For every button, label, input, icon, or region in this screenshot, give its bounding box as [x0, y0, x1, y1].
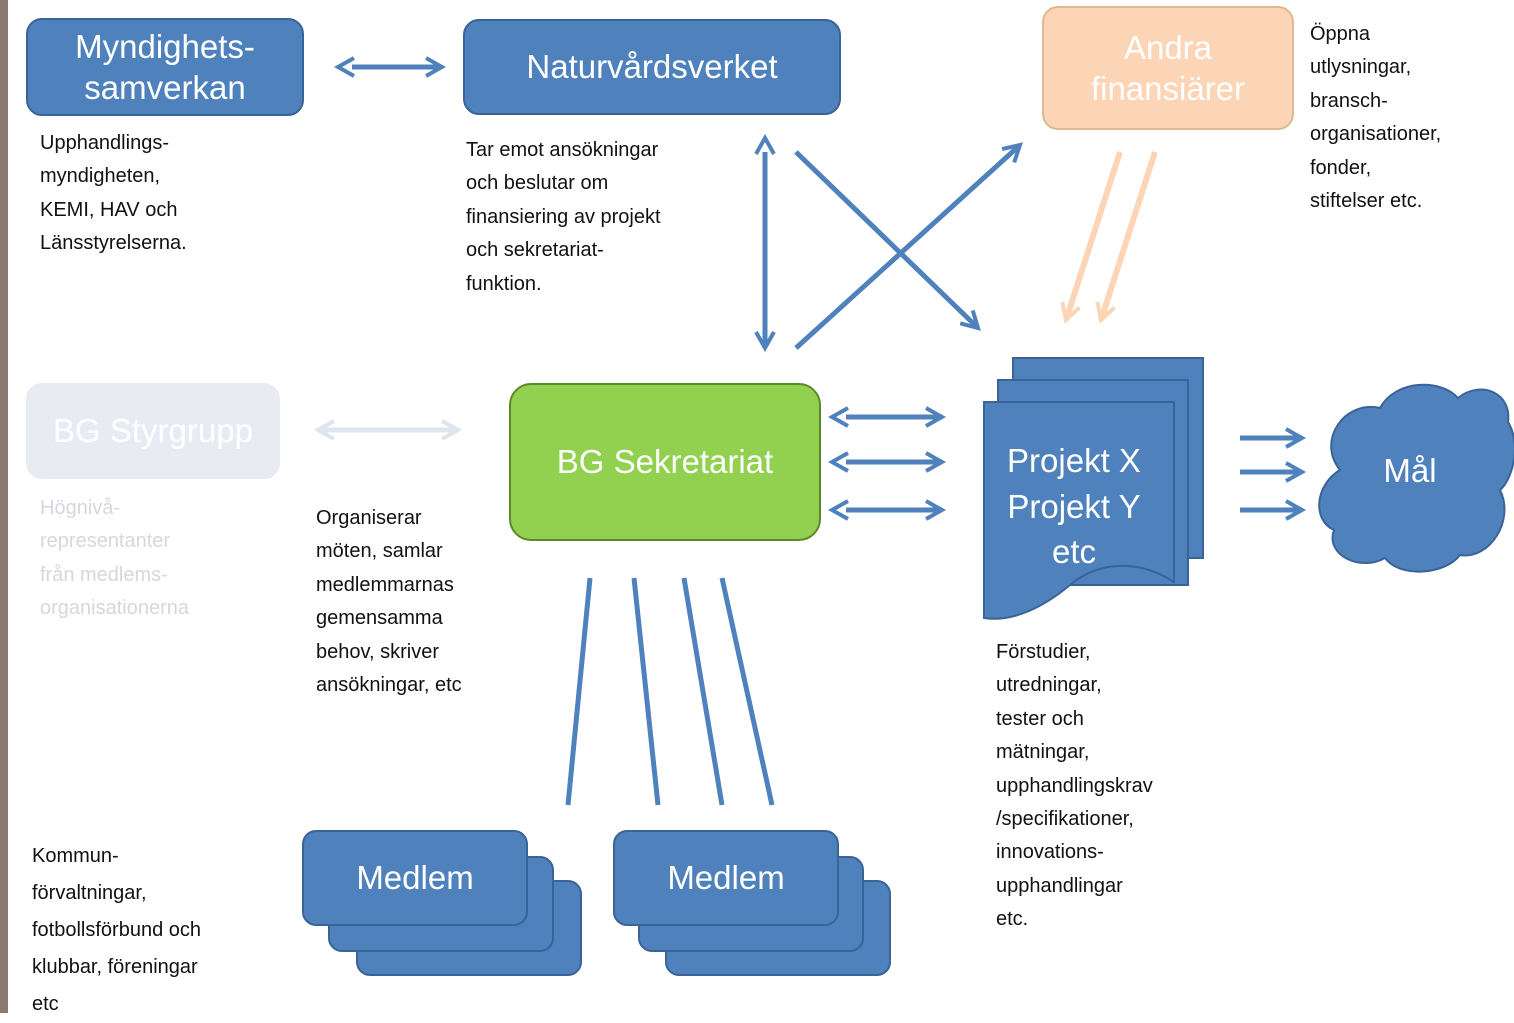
mal-cloud — [1318, 383, 1514, 573]
medlem-1-node: Medlem — [302, 830, 528, 926]
arrow-sekretariat-andra — [794, 145, 1020, 350]
projekt-note: Förstudier, utredningar, tester och mätn… — [996, 641, 1153, 931]
arrow-naturvard-projekt — [794, 150, 978, 328]
left-edge-strip — [0, 0, 8, 1013]
arrow-andra-projekt-1 — [1066, 151, 1123, 320]
member-line-1 — [565, 577, 593, 806]
projekt-label: Projekt X Projekt Y etc — [1007, 442, 1141, 571]
medlem-note: Kommun- förvaltningar, fotbollsförbund o… — [32, 845, 202, 1015]
member-line-2 — [631, 577, 661, 806]
sekretariat-note: Organiserar möten, samlar medlemmarnas g… — [316, 507, 462, 696]
mal-label: Mål — [1383, 452, 1437, 489]
myndighetssamverkan-node: Myndighets- samverkan — [26, 18, 304, 116]
member-line-3 — [681, 577, 725, 806]
medlem-2-node: Medlem — [613, 830, 839, 926]
naturvardsverket-node: Naturvårdsverket — [463, 19, 841, 115]
arrow-andra-projekt-2 — [1101, 151, 1158, 320]
bg-styrgrupp-node: BG Styrgrupp — [26, 383, 280, 479]
member-line-4 — [719, 577, 775, 806]
projekt-document-stack — [983, 357, 1204, 620]
andra-note: Öppna utlysningar, bransch- organisation… — [1310, 23, 1442, 212]
naturvard-note: Tar emot ansökningar och beslutar om fin… — [466, 139, 661, 295]
andra-finansiarer-node: Andra finansiärer — [1042, 6, 1294, 130]
bg-sekretariat-node: BG Sekretariat — [509, 383, 821, 541]
myndighet-note: Upphandlings- myndigheten, KEMI, HAV och… — [40, 132, 187, 255]
styrgrupp-note: Högnivå- representanter från medlems- or… — [40, 497, 189, 620]
